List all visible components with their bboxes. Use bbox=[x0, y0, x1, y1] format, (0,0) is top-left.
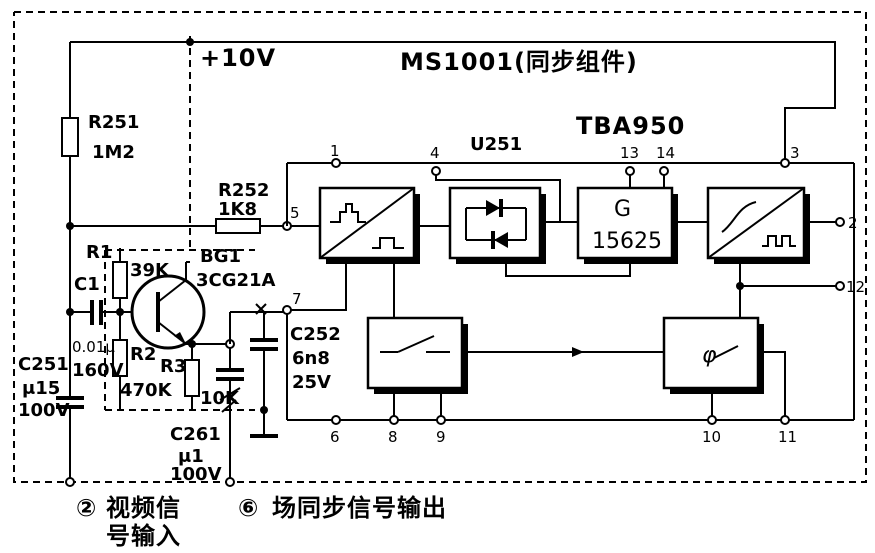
c252-value: 6n8 bbox=[292, 348, 330, 369]
ic-name: TBA950 bbox=[576, 112, 685, 140]
r251-ref: R251 bbox=[88, 112, 139, 133]
ic-rails bbox=[286, 158, 855, 425]
input-terminal-label-2: 号输入 bbox=[106, 522, 181, 550]
r2-value: 470K bbox=[120, 380, 173, 401]
oscillator-letter: G bbox=[614, 197, 631, 222]
output-terminal-number: ⑥ bbox=[238, 494, 259, 522]
pin-8: 8 bbox=[388, 428, 398, 446]
c261-voltage: 100V bbox=[170, 464, 222, 485]
transistor-stage bbox=[112, 248, 292, 487]
pin-13: 13 bbox=[620, 144, 639, 162]
supply-rail bbox=[70, 38, 836, 160]
r251-value: 1M2 bbox=[92, 142, 135, 163]
r2-ref: R2 bbox=[130, 344, 156, 365]
r252-value: 1K8 bbox=[218, 199, 257, 220]
c251-voltage: 100V bbox=[18, 400, 70, 421]
output-shaper-block bbox=[706, 186, 810, 264]
module-title: MS1001(同步组件) bbox=[400, 48, 638, 76]
c252-capacitor bbox=[250, 312, 278, 438]
pin-14: 14 bbox=[656, 144, 675, 162]
c251-value: μ15 bbox=[22, 378, 60, 399]
c252-voltage: 25V bbox=[292, 372, 331, 393]
c261-value: μ1 bbox=[178, 446, 204, 467]
r252-resistor bbox=[70, 218, 292, 234]
c261-ref: C261 bbox=[170, 424, 221, 445]
input-terminal-label-1: 视频信 bbox=[106, 494, 181, 522]
bg1-value: 3CG21A bbox=[196, 270, 276, 291]
r252-ref: R252 bbox=[218, 180, 269, 201]
pin-1: 1 bbox=[330, 142, 340, 160]
r1-ref: R1 bbox=[86, 242, 112, 263]
switch-block bbox=[366, 316, 468, 394]
pin-11: 11 bbox=[778, 428, 797, 446]
c251-ref: C251 bbox=[18, 354, 69, 375]
r3-value: 10K bbox=[200, 388, 240, 409]
internal-wiring bbox=[291, 175, 836, 416]
bg1-ref: BG1 bbox=[200, 246, 241, 267]
output-terminal-label: 场同步信号输出 bbox=[272, 494, 447, 522]
pin-3: 3 bbox=[790, 144, 800, 162]
r3-ref: R3 bbox=[160, 356, 186, 377]
pin-9: 9 bbox=[436, 428, 446, 446]
sync-separator-block bbox=[318, 186, 420, 264]
c1-value: 0.01μ bbox=[72, 338, 115, 356]
oscillator-frequency: 15625 bbox=[592, 229, 662, 254]
ic-ref: U251 bbox=[470, 134, 522, 155]
pin-7: 7 bbox=[292, 290, 302, 308]
r1-value: 39K bbox=[130, 260, 170, 281]
phase-shift-block: φ bbox=[662, 316, 764, 394]
c1-ref: C1 bbox=[74, 274, 100, 295]
pin-6: 6 bbox=[330, 428, 340, 446]
pin-2: 2 bbox=[848, 214, 858, 232]
svg-text:φ: φ bbox=[702, 343, 717, 368]
pin-5: 5 bbox=[290, 204, 300, 222]
pin-4: 4 bbox=[430, 144, 440, 162]
c252-ref: C252 bbox=[290, 324, 341, 345]
phase-detector-block bbox=[448, 186, 546, 264]
c1-voltage: 160V bbox=[72, 360, 124, 381]
r251-resistor bbox=[61, 42, 79, 230]
input-terminal-number: ② bbox=[76, 494, 97, 522]
pin-12: 12 bbox=[846, 278, 865, 296]
oscillator-block: G 15625 bbox=[576, 186, 678, 264]
supply-label: +10V bbox=[200, 44, 276, 72]
pin-10: 10 bbox=[702, 428, 721, 446]
